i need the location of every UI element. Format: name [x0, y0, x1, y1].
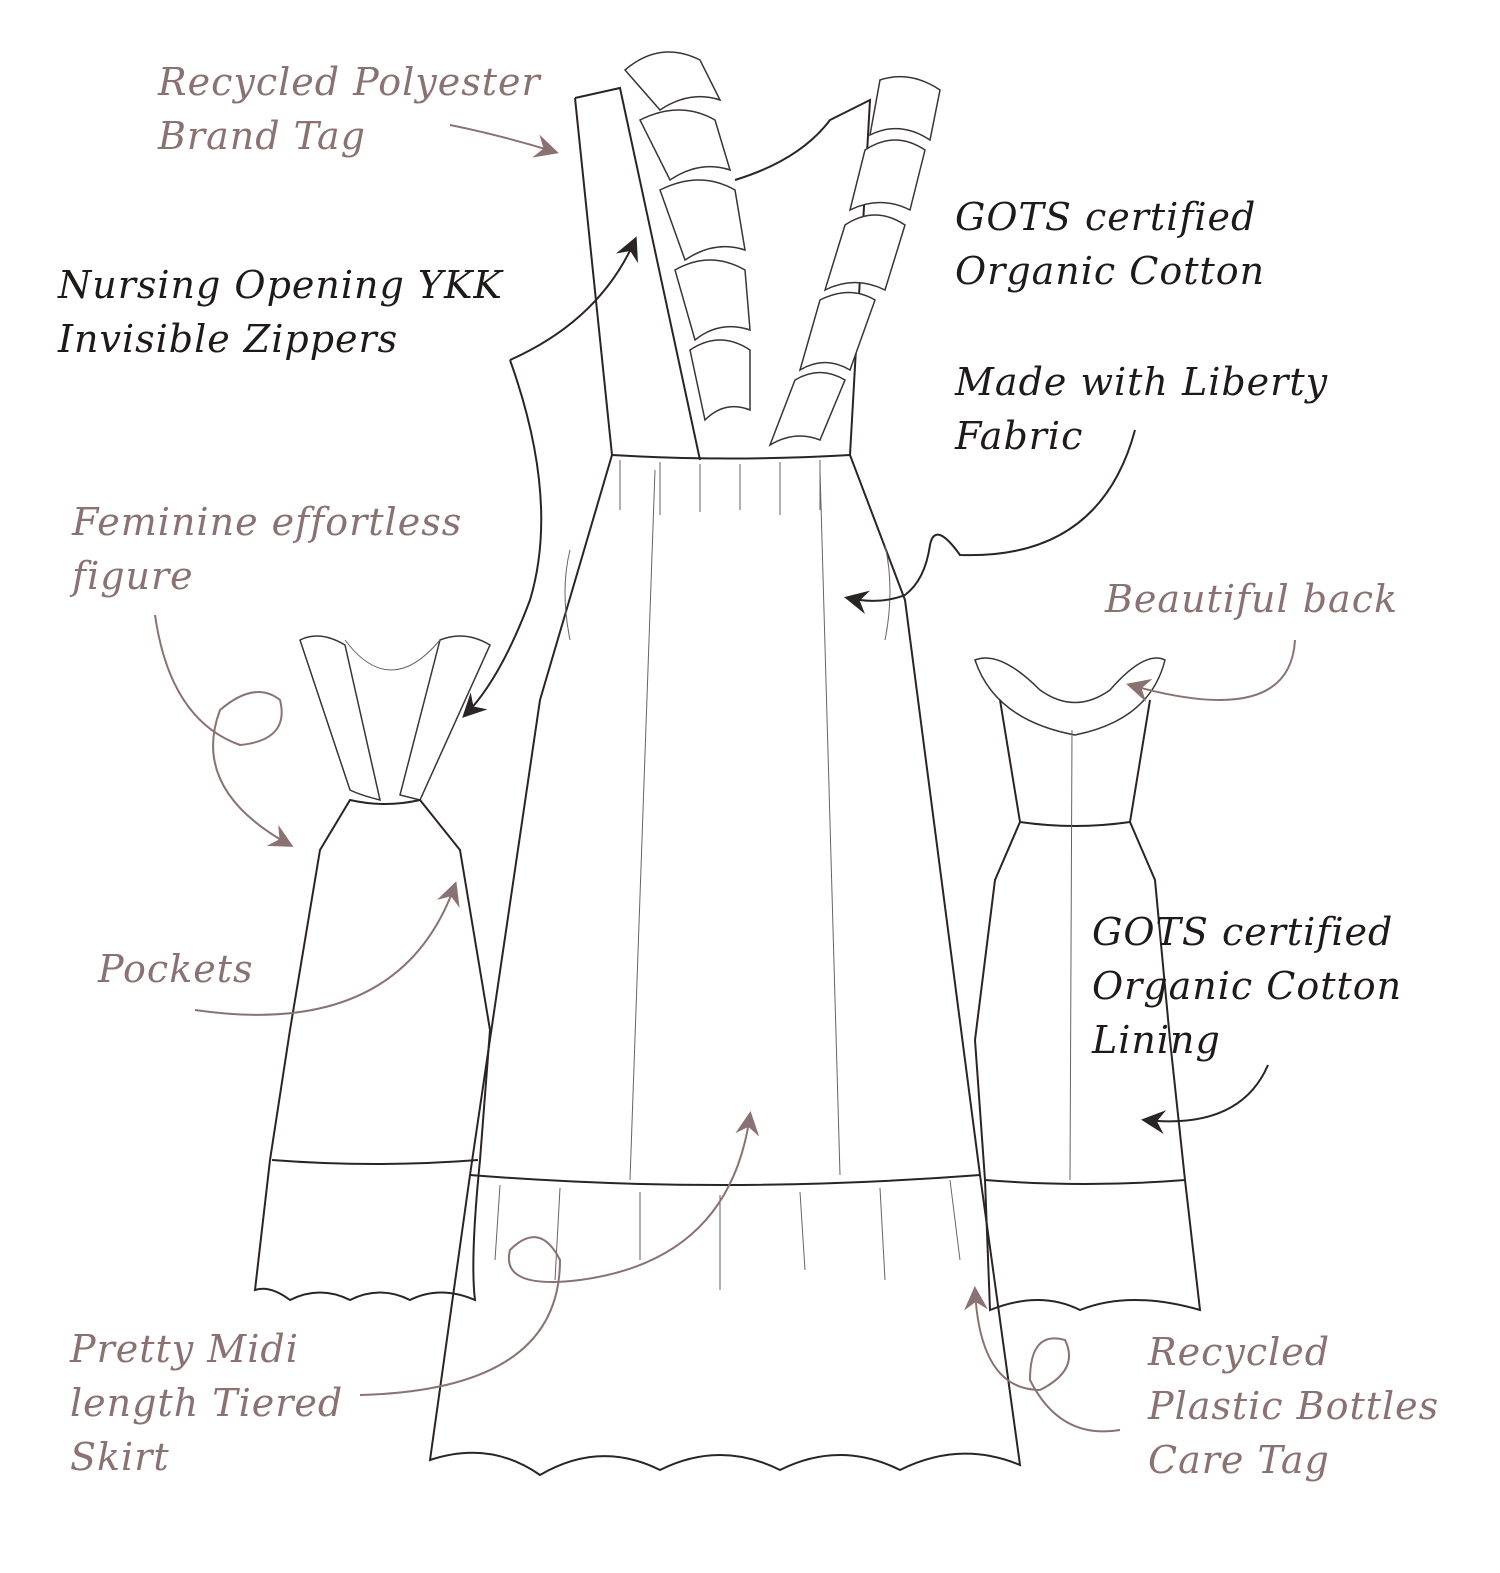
label-nursing-opening: Nursing Opening YKK Invisible Zippers [58, 263, 503, 361]
label-beautiful-back: Beautiful back [1105, 577, 1399, 621]
arrow-back [1126, 639, 1296, 702]
arrow-liberty [844, 429, 1136, 614]
label-tiered-skirt: Pretty Midi length Tiered Skirt [70, 1327, 344, 1479]
label-feminine-figure: Feminine effortless figure [72, 500, 463, 598]
label-brand-tag: Recycled Polyester Brand Tag [158, 60, 541, 158]
label-liberty-fabric: Made with Liberty Fabric [955, 360, 1329, 458]
arrow-feminine [154, 614, 294, 847]
small-dress-back [973, 657, 1202, 1312]
label-care-tag: Recycled Plastic Bottles Care Tag [1148, 1330, 1440, 1482]
arrow-nursing [509, 236, 638, 361]
arrow-pockets [194, 881, 460, 1016]
label-pockets: Pockets [98, 947, 254, 991]
main-dress-front [428, 51, 1022, 1477]
arrow-care-tag [964, 1286, 1121, 1433]
label-gots-organic-cotton: GOTS certified Organic Cotton [955, 195, 1266, 293]
arrow-brand-tag [449, 124, 559, 158]
arrow-skirt [359, 1111, 760, 1396]
arrow-lining [1141, 1064, 1269, 1135]
ruffle-trim [623, 51, 941, 447]
arrow-nursing-small [462, 359, 543, 718]
label-gots-lining: GOTS certified Organic Cotton Lining [1092, 910, 1403, 1062]
small-dress-front [253, 635, 492, 1302]
